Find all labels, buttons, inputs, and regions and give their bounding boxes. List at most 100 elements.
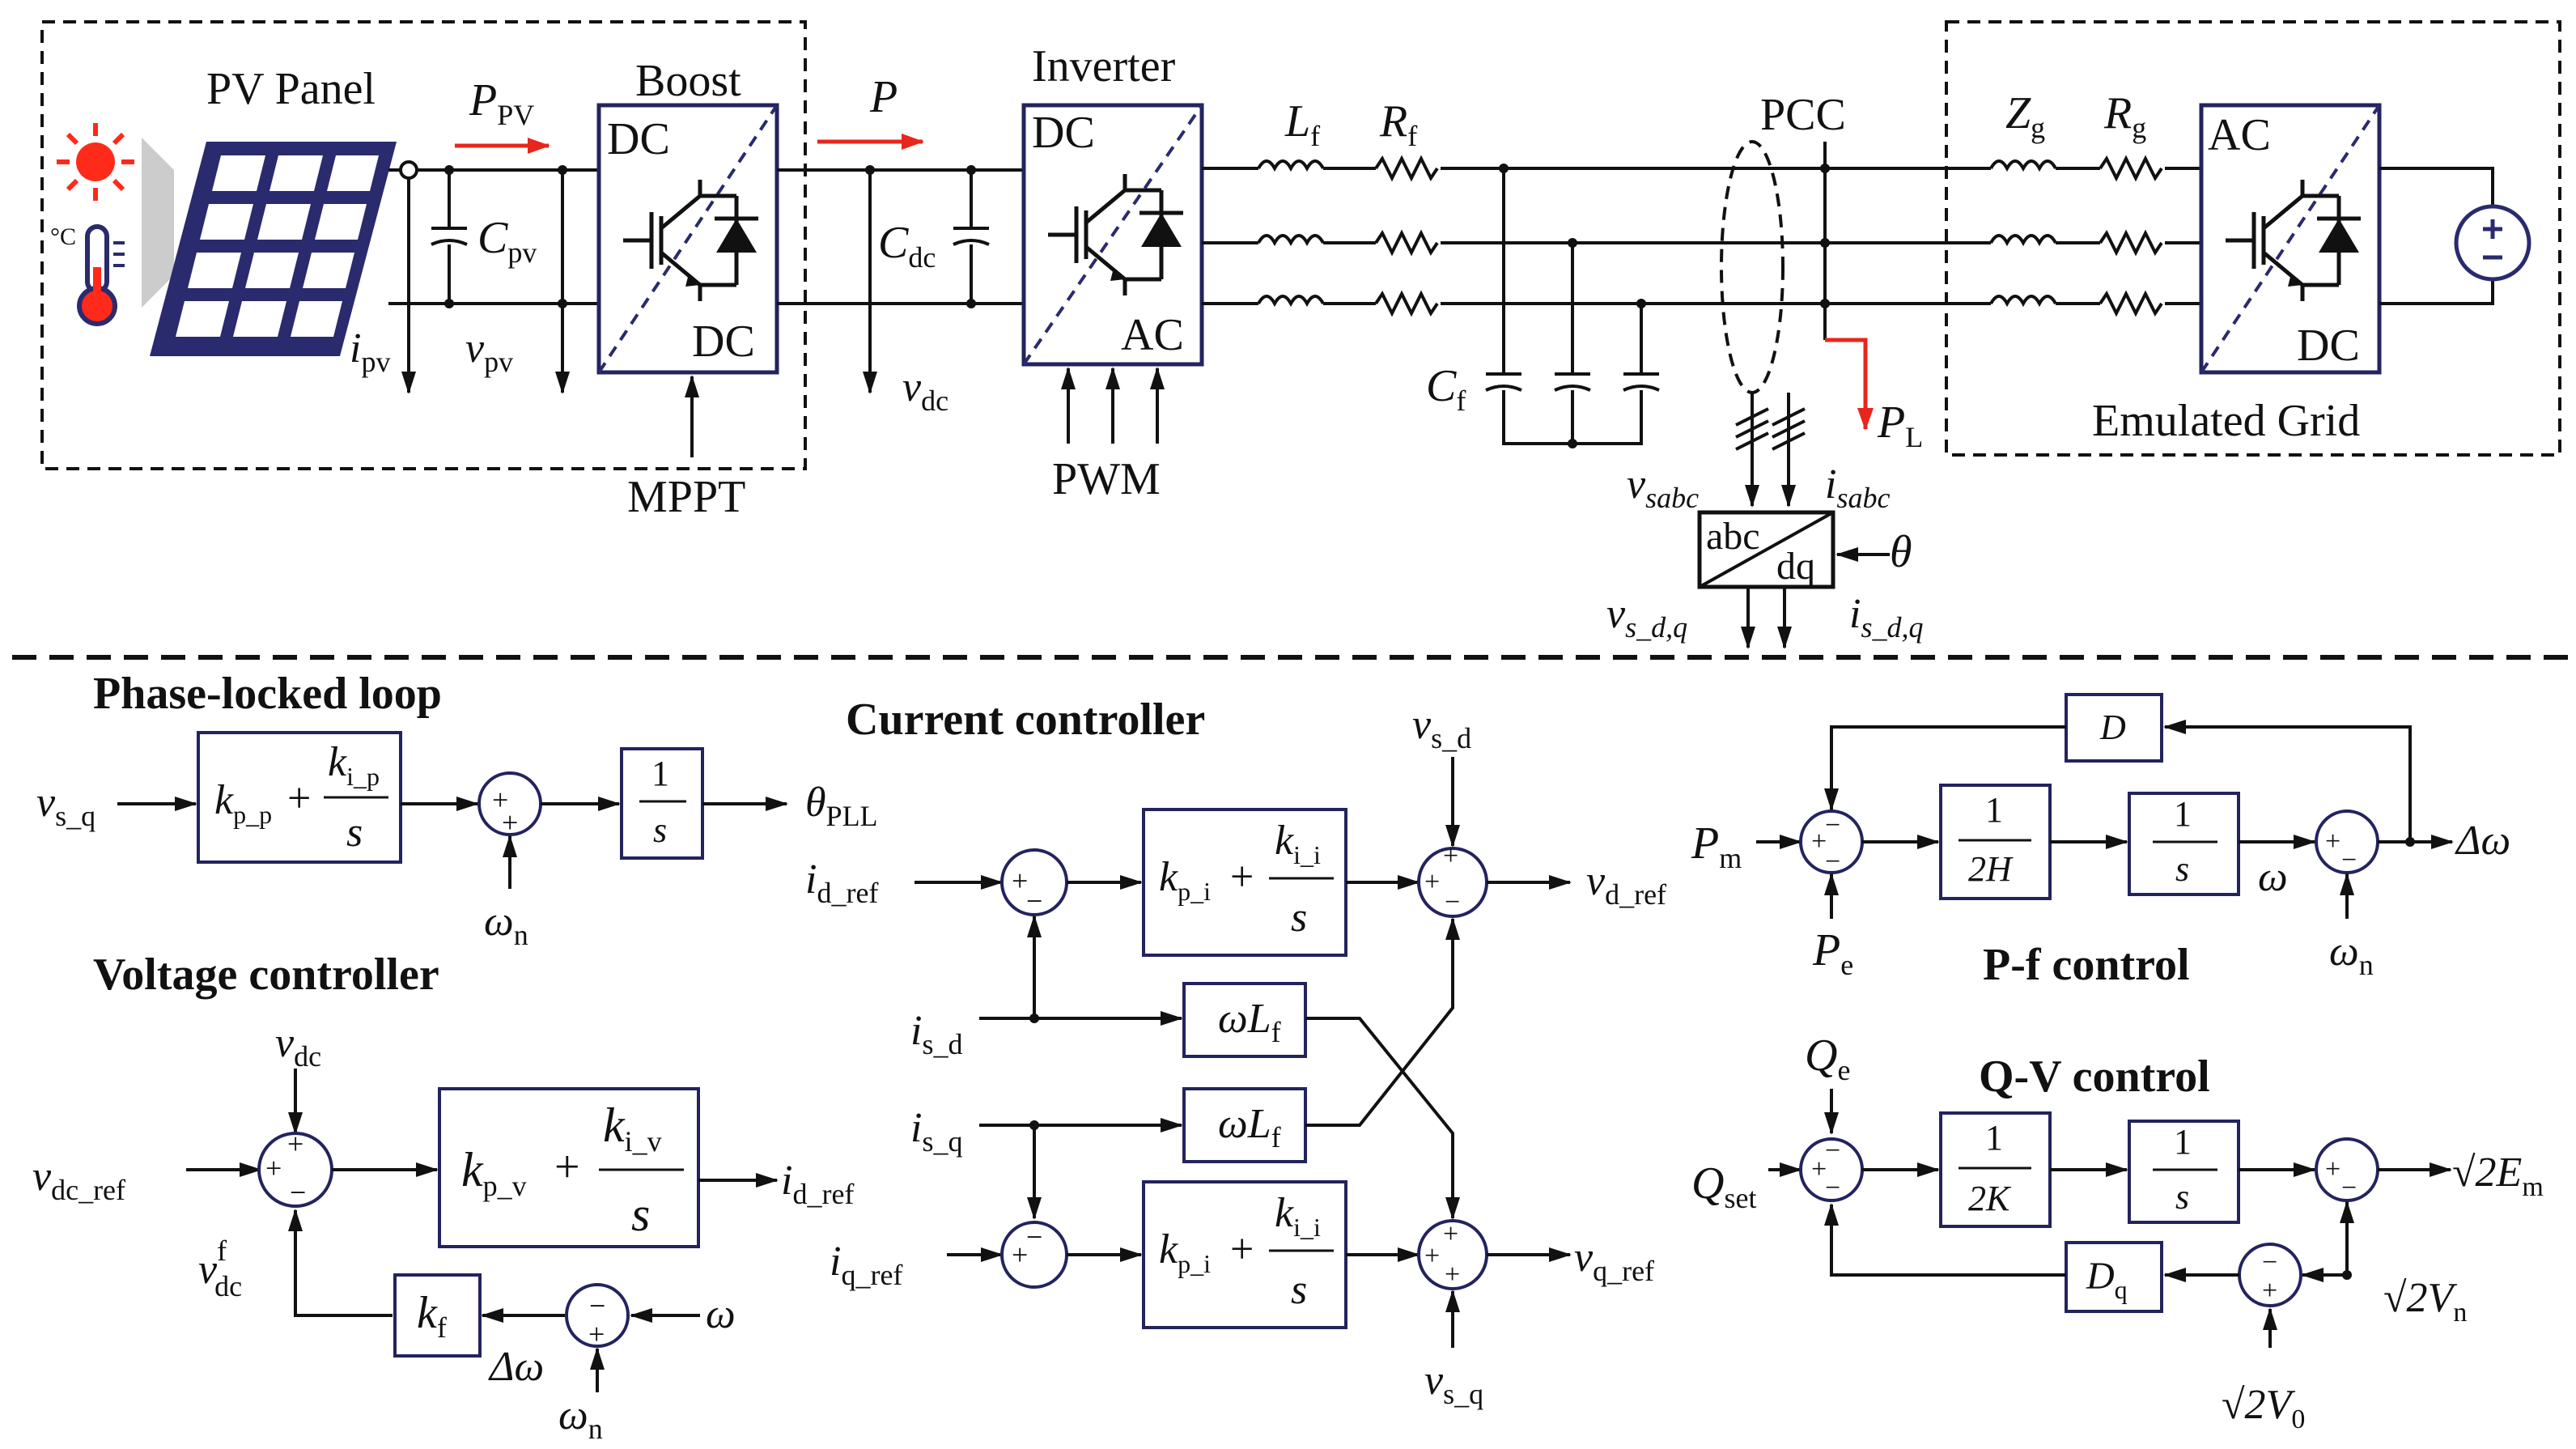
junction-dot — [2342, 1270, 2352, 1280]
qv-vn-label: √2Vn — [2383, 1275, 2467, 1328]
qv-droop-to-sum — [1824, 1203, 2066, 1277]
vc-omega-sum — [565, 1283, 630, 1348]
cc-d-ki: ki_i — [1275, 818, 1321, 869]
cpv-label: Cpv — [477, 213, 537, 269]
vc-vdc-label: vdc — [275, 1020, 321, 1073]
light-arrow — [142, 138, 174, 308]
cc-sum-sign: + — [1443, 1219, 1458, 1249]
dc-source-wires — [2379, 167, 2494, 305]
rf-resistor — [1374, 292, 1439, 315]
pf-omega-n: ωn — [2329, 928, 2374, 981]
cc-cross-q-to-d — [1305, 917, 1460, 1127]
cc-q-pi-block — [1142, 1180, 1347, 1329]
pll-sum-sign: + — [492, 784, 508, 816]
thermometer-icon — [77, 224, 125, 326]
rg-resistor — [2099, 232, 2163, 254]
cc-vsd-label: vs_d — [1412, 702, 1471, 754]
cc-vsq-label: vs_q — [1424, 1358, 1483, 1410]
inverter-dc-label: DC — [1032, 108, 1095, 158]
vc-kp: kp_v — [461, 1143, 527, 1202]
pf-int-num: 1 — [2174, 794, 2192, 834]
cf-capacitor — [1622, 372, 1661, 392]
pl-label: PL — [1877, 397, 1923, 453]
cc-sum-sign: + — [1443, 841, 1458, 871]
junction-dot — [1820, 238, 1830, 248]
pf-inertia-block — [1939, 784, 2052, 900]
qv-int-s: s — [2175, 1177, 2189, 1217]
lf-inductor — [1257, 295, 1325, 305]
ipv-label: ipv — [350, 325, 390, 378]
pf-inertia-den: 2H — [1968, 849, 2014, 889]
pcc-label: PCC — [1760, 90, 1846, 140]
pf-sum-sign: − — [1825, 847, 1840, 877]
cc-q-plus: + — [1230, 1226, 1254, 1273]
degree-celsius-label: °C — [50, 223, 76, 250]
vc-vdcref-label: vdc_ref — [32, 1154, 125, 1206]
cc-sum-sign: + — [1012, 865, 1028, 897]
cc-sum-sign: − — [1026, 885, 1042, 917]
cc-d-pi-block — [1142, 808, 1347, 957]
pll-ki: ki_p — [328, 739, 380, 791]
zg-inductor — [1989, 295, 2057, 305]
abc-dq-diagonal — [1699, 511, 1834, 589]
inverter-ac-label: AC — [1121, 310, 1184, 360]
pll-title: Phase-locked loop — [93, 669, 442, 719]
cc-idref-label: id_ref — [805, 856, 878, 909]
pf-sum-sign: + — [1811, 826, 1827, 856]
cc-sum-sign: + — [1445, 1260, 1460, 1290]
qv-integrator-block — [2128, 1120, 2240, 1224]
qv-v0-label: √2V0 — [2222, 1382, 2305, 1434]
pll-int-s: s — [653, 810, 667, 850]
qv-sum-sign: − — [1825, 1173, 1840, 1203]
pf-domega-label: Δω — [2455, 818, 2510, 864]
pv-panel-label: PV Panel — [206, 64, 376, 114]
rf-resistor — [1374, 232, 1439, 254]
inverter-label: Inverter — [1032, 41, 1176, 91]
qv-sum-sign: − — [2262, 1247, 2277, 1277]
vc-sum-sign: + — [287, 1128, 303, 1160]
cc-iqref-label: iq_ref — [830, 1239, 902, 1291]
lf-label: Lf — [1284, 96, 1320, 152]
theta-label: θ — [1890, 527, 1912, 577]
pf-droop-feedback — [2163, 720, 2412, 842]
pl-arrow — [1825, 338, 1874, 431]
boost-dc-in-label: DC — [607, 114, 670, 164]
q-v-control: Q-V control Qe Qset + − − 1 2K 1 s + − √… — [1691, 1030, 2544, 1434]
pf-sum-sign: − — [2341, 845, 2357, 875]
rf-label: Rf — [1379, 96, 1417, 152]
dc-bus-wires — [777, 168, 1024, 305]
cf-capacitor — [1553, 372, 1592, 392]
vc-kf-block — [393, 1273, 482, 1358]
cc-d-plus: + — [1230, 854, 1254, 900]
grid-ac-label: AC — [2208, 110, 2271, 160]
ppv-label: PPV — [469, 75, 534, 131]
pf-integrator-block — [2128, 792, 2240, 896]
pll-plus: + — [287, 775, 311, 822]
qv-qset-label: Qset — [1691, 1158, 1756, 1214]
current-sense-node — [399, 160, 418, 180]
grid-dashed-box — [1945, 20, 2561, 457]
three-phase-wires — [1202, 167, 1991, 305]
vc-kf: kf — [417, 1288, 447, 1344]
mppt-label: MPPT — [627, 472, 745, 522]
grid-wires — [2056, 167, 2201, 305]
cf-label: Cf — [1426, 361, 1466, 417]
vc-pi-block — [438, 1087, 700, 1248]
pf-sum-sign: + — [2325, 826, 2340, 856]
pll-input-label: vs_q — [36, 780, 95, 832]
pwm-label: PWM — [1052, 454, 1161, 504]
voltage-controller: Voltage controller vdc vdc_ref + + − kp_… — [32, 950, 854, 1445]
cc-q-kp: kp_i — [1159, 1226, 1211, 1278]
qv-sum-sign: + — [1811, 1154, 1827, 1184]
pll-sum-sign: + — [502, 806, 518, 839]
cc-isd-label: is_d — [910, 1008, 962, 1060]
boost-label: Boost — [635, 56, 741, 106]
sun-icon — [57, 123, 134, 201]
dc-source-icon — [2454, 204, 2531, 282]
vc-omega-n: ωn — [558, 1392, 603, 1445]
current-controller-title: Current controller — [846, 695, 1205, 745]
boost-diagonal — [597, 104, 779, 374]
pv-dashed-box — [40, 20, 807, 470]
phase-locked-loop: Phase-locked loop vs_q kp_p + ki_p s + +… — [36, 669, 878, 951]
